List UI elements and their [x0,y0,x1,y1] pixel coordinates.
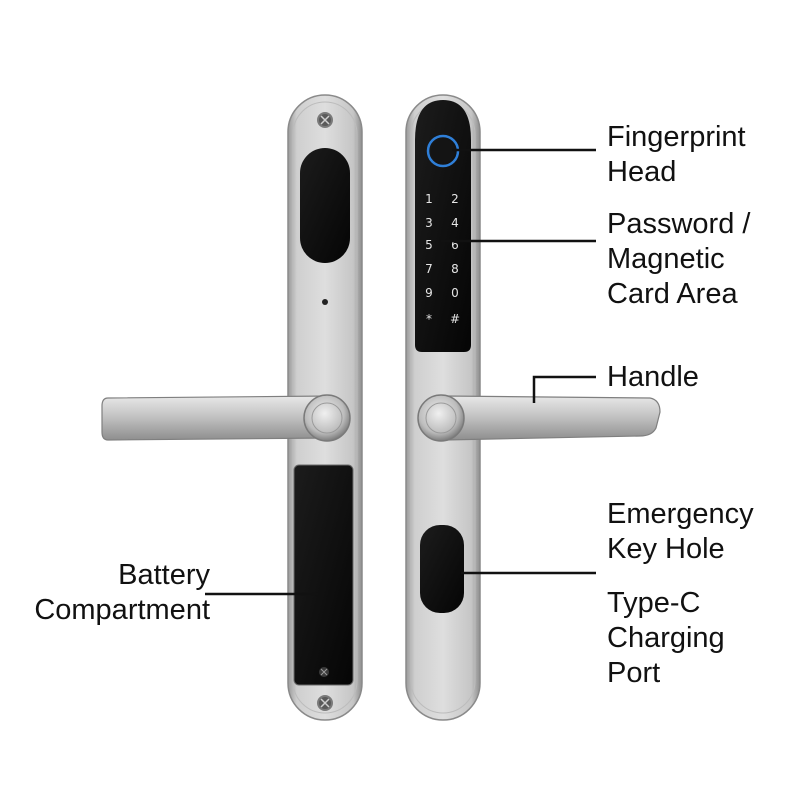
keypad-key[interactable]: 6 [451,238,459,252]
keypad-key[interactable]: 1 [425,192,433,206]
keypad-key[interactable]: 2 [451,192,459,206]
inside-upper-window [300,148,350,263]
keypad-panel [415,100,471,352]
battery-cover [293,464,354,686]
keypad-key[interactable]: 4 [451,216,459,230]
inside-handle-rose [303,394,351,442]
emergency-key-hole-label: Emergency Key Hole [607,498,754,565]
emergency-keyhole-cover[interactable] [420,525,464,613]
fingerprint-head-label: Fingerprint Head [607,121,746,188]
leader-lines [205,148,596,596]
screw-icon [317,695,333,711]
outside-lock-body: 1 2 3 4 5 6 7 8 9 0 * # [405,94,661,721]
screw-icon [317,112,333,128]
outside-handle-rose [417,394,465,442]
keypad-key[interactable]: # [450,312,460,326]
battery-compartment-label: Battery Compartment [34,559,210,626]
battery-cover-screw-icon [319,667,329,677]
password-card-area-label: Password / Magnetic Card Area [607,208,751,310]
type-c-charging-port-label: Type-C Charging Port [607,587,725,689]
keypad-key[interactable]: 3 [425,216,433,230]
keypad-key[interactable]: 8 [451,262,459,276]
keypad-key[interactable]: 7 [425,262,433,276]
inside-lock-body [101,94,363,721]
inside-indicator-dot [322,299,328,305]
handle-leader [532,375,596,403]
keypad-key[interactable]: * [426,312,432,326]
keypad: 1 2 3 4 5 6 7 8 9 0 * # [425,192,460,326]
inside-handle [101,394,351,442]
handle-label: Handle [607,361,699,393]
keypad-key[interactable]: 5 [425,238,433,252]
outside-handle [417,394,661,442]
keypad-key[interactable]: 9 [425,286,433,300]
keypad-key[interactable]: 0 [451,286,459,300]
